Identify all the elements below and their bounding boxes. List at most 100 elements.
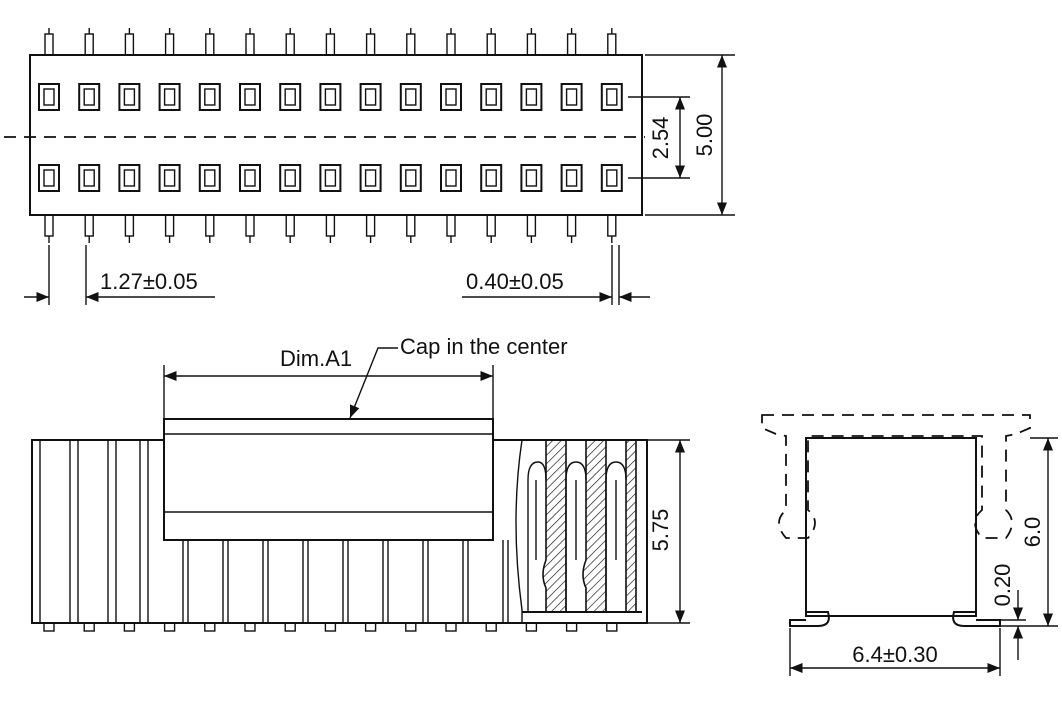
pad bbox=[560, 164, 583, 192]
pin bbox=[285, 33, 295, 56]
pad bbox=[480, 83, 503, 111]
pin bbox=[526, 33, 537, 56]
pad bbox=[158, 83, 181, 111]
pad bbox=[198, 164, 221, 192]
pin bbox=[365, 33, 376, 56]
pin-foot bbox=[364, 622, 377, 632]
pin bbox=[205, 33, 215, 56]
pin-foot bbox=[525, 622, 538, 632]
pad bbox=[319, 83, 342, 111]
pin bbox=[245, 214, 255, 237]
pin bbox=[205, 214, 215, 237]
pin bbox=[164, 214, 175, 237]
pin bbox=[446, 33, 456, 56]
pad bbox=[38, 164, 60, 192]
pin bbox=[486, 33, 496, 56]
pin-foot bbox=[324, 622, 337, 632]
pad bbox=[480, 164, 503, 192]
pin bbox=[566, 214, 577, 237]
pad bbox=[78, 164, 101, 192]
pin bbox=[325, 33, 336, 56]
dim-cap-length: Dim.A1 bbox=[280, 346, 352, 371]
pad bbox=[198, 83, 221, 111]
pin bbox=[526, 214, 537, 237]
pin bbox=[607, 214, 617, 237]
pin bbox=[365, 214, 376, 237]
pin bbox=[124, 33, 135, 56]
dim-pitch: 1.27±0.05 bbox=[100, 269, 198, 294]
front-pin-feet bbox=[43, 622, 618, 632]
pad bbox=[279, 164, 302, 192]
cap bbox=[163, 418, 494, 541]
pin-foot bbox=[163, 622, 176, 632]
pin-foot bbox=[43, 622, 55, 632]
top-view: 2.54 5.00 1.27±0.05 0.40±0.05 bbox=[4, 28, 735, 305]
pin-foot bbox=[485, 622, 497, 632]
pin bbox=[406, 33, 416, 56]
pin bbox=[607, 33, 617, 56]
pin bbox=[446, 214, 456, 237]
dim-pin-width: 0.40±0.05 bbox=[466, 269, 564, 294]
side-foot-left bbox=[789, 611, 830, 627]
pin bbox=[84, 214, 94, 237]
pad bbox=[440, 83, 462, 111]
dim-height: 5.75 bbox=[648, 509, 673, 552]
dim-overall-height: 6.0 bbox=[1020, 517, 1045, 548]
pad bbox=[440, 164, 462, 192]
pad bbox=[600, 83, 623, 111]
pad bbox=[319, 164, 342, 192]
pin-foot bbox=[204, 622, 216, 632]
side-body bbox=[805, 437, 977, 617]
pin bbox=[44, 33, 54, 56]
top-pin-rows bbox=[44, 28, 617, 243]
side-cap-dashed bbox=[761, 414, 1031, 539]
pad bbox=[78, 83, 101, 111]
pad bbox=[359, 164, 382, 192]
pad bbox=[520, 164, 543, 192]
pin bbox=[164, 33, 175, 56]
side-foot-right bbox=[952, 611, 1001, 627]
pin bbox=[325, 214, 336, 237]
top-pad-rows bbox=[38, 83, 623, 192]
side-view: 6.0 0.20 6.4±0.30 bbox=[761, 414, 1058, 676]
section-cutaway bbox=[515, 439, 642, 623]
pad bbox=[399, 164, 422, 192]
pad bbox=[279, 83, 302, 111]
pin-foot bbox=[565, 622, 578, 632]
pad bbox=[239, 83, 261, 111]
pin-foot bbox=[244, 622, 256, 632]
pad bbox=[600, 164, 623, 192]
pin bbox=[486, 214, 496, 237]
front-grooves bbox=[39, 440, 509, 623]
pin-foot bbox=[123, 622, 136, 632]
pin bbox=[84, 33, 94, 56]
top-view-body bbox=[29, 54, 643, 216]
dim-standoff: 0.20 bbox=[990, 564, 1015, 607]
dim-row-pitch: 2.54 bbox=[648, 117, 673, 160]
pin bbox=[285, 214, 295, 237]
pad bbox=[399, 83, 422, 111]
pad bbox=[239, 164, 261, 192]
pin bbox=[44, 214, 54, 237]
pad bbox=[118, 164, 141, 192]
pin bbox=[566, 33, 577, 56]
pad bbox=[158, 164, 181, 192]
dim-body-depth: 5.00 bbox=[692, 114, 717, 157]
dim-row-span: 6.4±0.30 bbox=[852, 642, 937, 667]
pad bbox=[38, 83, 60, 111]
pin-foot bbox=[606, 622, 618, 632]
pad bbox=[560, 83, 583, 111]
pad bbox=[520, 83, 543, 111]
pin-foot bbox=[405, 622, 417, 632]
pin-foot bbox=[83, 622, 95, 632]
pin-foot bbox=[284, 622, 296, 632]
pad bbox=[118, 83, 141, 111]
front-view: Dim.A1 Cap in the center 5 bbox=[31, 334, 690, 632]
pin bbox=[406, 214, 416, 237]
cap-note: Cap in the center bbox=[400, 334, 568, 359]
cap-leader bbox=[349, 347, 398, 419]
pin bbox=[124, 214, 135, 237]
pin bbox=[245, 33, 255, 56]
pad bbox=[359, 83, 382, 111]
